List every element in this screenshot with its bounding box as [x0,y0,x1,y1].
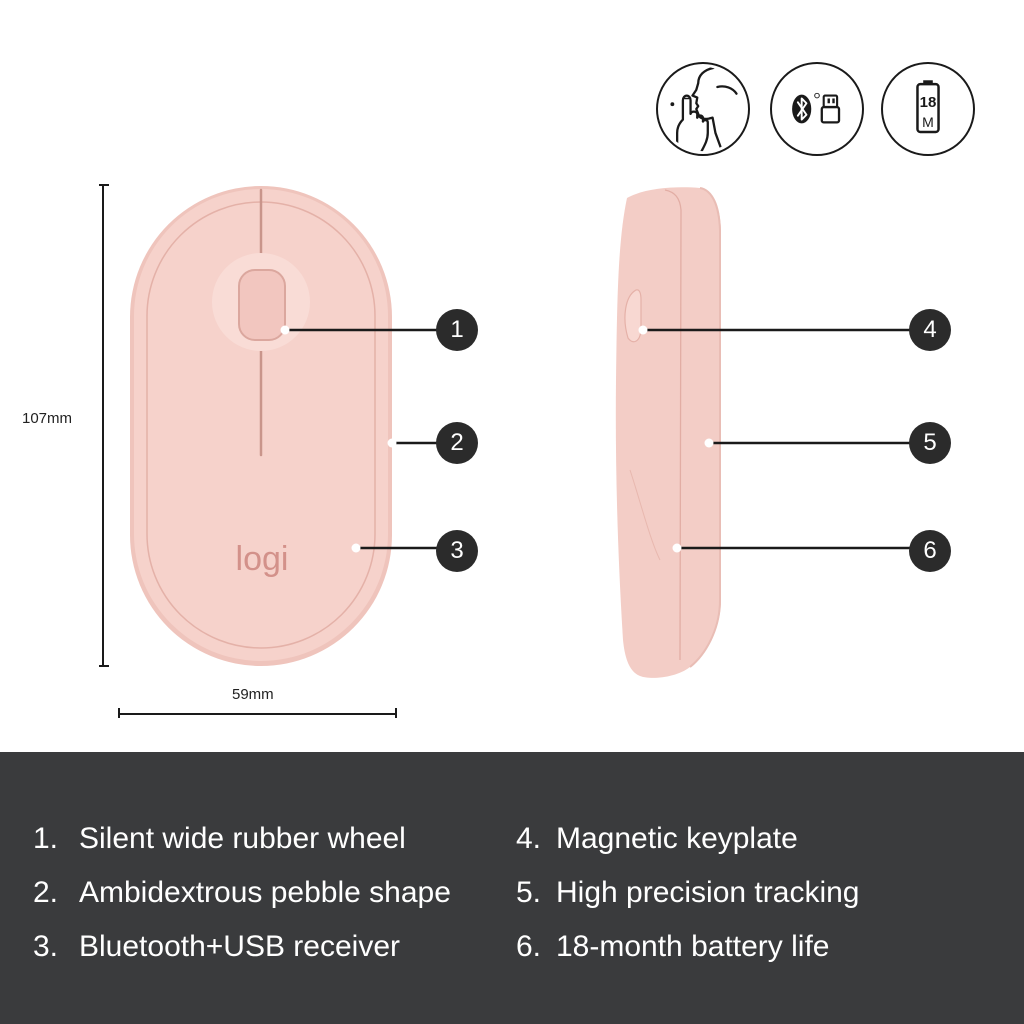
height-dimension-label: 107mm [22,410,73,427]
feature-text: Silent wide rubber wheel [79,822,406,855]
logi-logo: logi [236,540,289,578]
feature-list-left: 1. Silent wide rubber wheel 2. Ambidextr… [33,822,493,984]
battery-months-text: 18 [919,94,937,111]
feature-text: Bluetooth+USB receiver [79,930,401,963]
height-dimension-line [99,184,109,667]
feature-number: 1. [33,822,59,855]
feature-list-right: 4. Magnetic keyplate 5. High precision t… [516,822,1006,984]
feature-number: 6. [516,930,542,963]
callout-marker-1: 1 [436,309,478,351]
silent-click-badge [656,62,750,156]
feature-text: 18-month battery life [556,930,830,963]
callout-lines [285,328,911,550]
battery-life-badge: 18 M [881,62,975,156]
callout-marker-5: 5 [909,422,951,464]
feature-text: High precision tracking [556,876,860,909]
feature-number: 4. [516,822,542,855]
mouse-top-view: logi [130,186,392,666]
callout-anchor-dots [280,325,714,553]
feature-text: Ambidextrous pebble shape [79,876,451,909]
callout-marker-6: 6 [909,530,951,572]
feature-number: 2. [33,876,59,909]
callout-marker-4: 4 [909,309,951,351]
feature-item-4: 4. Magnetic keyplate [516,822,1006,856]
callout-marker-2: 2 [436,422,478,464]
width-dimension-label: 59mm [232,686,274,703]
battery-unit-text: M [922,114,934,130]
feature-number: 5. [516,876,542,909]
feature-item-1: 1. Silent wide rubber wheel [33,822,493,856]
bluetooth-usb-icon [792,92,841,124]
silent-click-icon [670,66,738,152]
feature-item-2: 2. Ambidextrous pebble shape [33,876,493,910]
feature-item-3: 3. Bluetooth+USB receiver [33,930,493,964]
battery-icon [916,80,940,134]
connectivity-badge [770,62,864,156]
mouse-side-view [615,187,721,678]
feature-item-6: 6. 18-month battery life [516,930,1006,964]
feature-number: 3. [33,930,59,963]
feature-text: Magnetic keyplate [556,822,798,855]
callout-marker-3: 3 [436,530,478,572]
width-dimension-line [118,708,397,718]
feature-list-panel: 1. Silent wide rubber wheel 2. Ambidextr… [0,752,1024,1024]
feature-item-5: 5. High precision tracking [516,876,1006,910]
mouse-diagram: logi [99,184,911,718]
